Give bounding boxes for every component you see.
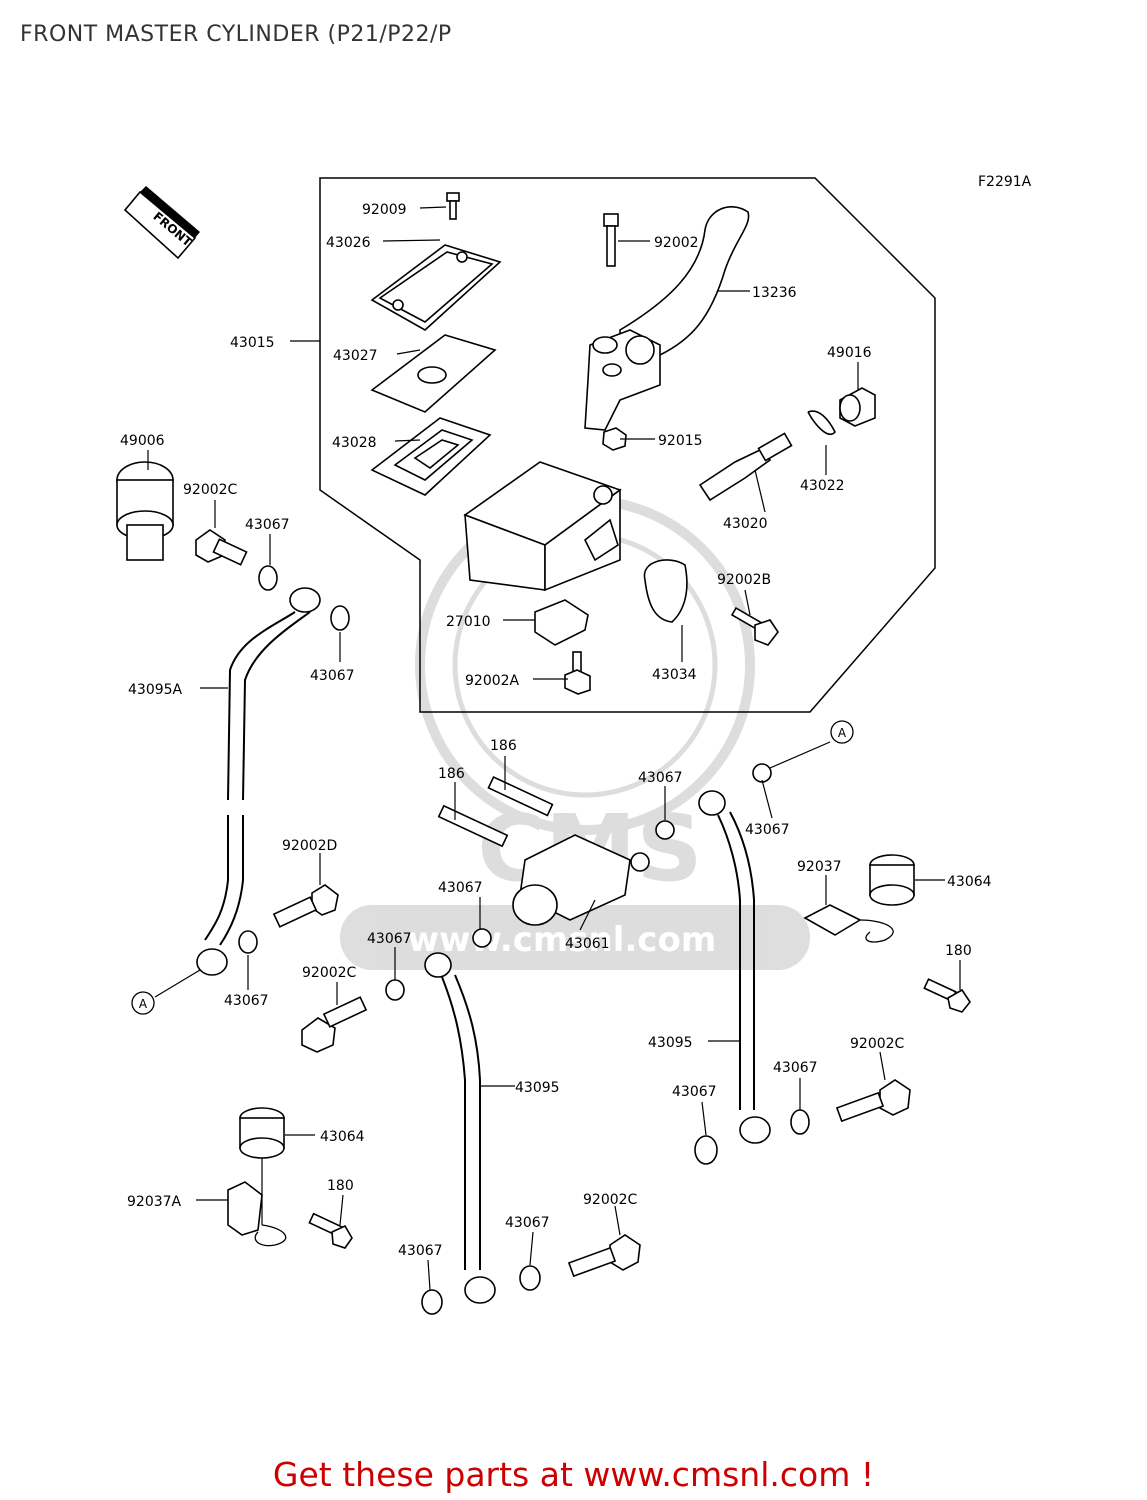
watermark-url: www.cmsnl.com [408,920,717,960]
part-label-92002C: 92002C [183,482,238,498]
reference-mark-a-left: A [139,997,148,1011]
part-washers-43067-mid [238,763,772,1001]
part-label-186: 186 [438,766,465,782]
part-label-43067: 43067 [310,668,355,684]
part-banjo-bolt-92002C-top [195,529,248,566]
part-label-92009: 92009 [362,202,407,218]
part-label-43067: 43067 [638,770,683,786]
part-washers-43067-bottom [421,1265,541,1315]
part-piston-43020 [698,432,793,502]
part-label-43067: 43067 [224,993,269,1009]
part-label-92002B: 92002B [717,572,771,588]
part-label-43015: 43015 [230,335,275,351]
part-label-43095A: 43095A [128,682,183,698]
part-cap-49006 [116,461,174,561]
part-bolt-92002B [730,606,779,646]
part-label-43022: 43022 [800,478,845,494]
reference-circles [131,720,854,1015]
part-screw-92002A [564,651,591,695]
part-label-92037: 92037 [797,859,842,875]
part-label-92002: 92002 [654,235,699,251]
part-label-49016: 49016 [827,345,872,361]
part-label-43064: 43064 [947,874,992,890]
part-label-43067: 43067 [398,1243,443,1259]
part-bolt-92002C-left [301,996,368,1053]
part-bolt-92002C-bottom [567,1234,641,1278]
part-label-43061: 43061 [565,936,610,952]
part-label-43067: 43067 [245,517,290,533]
part-bolt-180-right [923,978,971,1013]
part-label-43067: 43067 [505,1215,550,1231]
part-label-92002D: 92002D [282,838,337,854]
part-hose-43095-right [698,790,771,1144]
part-label-43034: 43034 [652,667,697,683]
part-label-43095: 43095 [515,1080,560,1096]
part-washers-43067-top [258,565,350,631]
footer-link-text[interactable]: Get these parts at www.cmsnl.com ! [272,1455,875,1494]
part-bracket-92037A [227,1181,287,1247]
part-label-27010: 27010 [446,614,491,630]
part-reservoir-cap-43026 [370,244,502,331]
part-bolt-180-left [308,1212,353,1249]
part-label-92015: 92015 [658,433,703,449]
part-label-180: 180 [327,1178,354,1194]
reference-mark-a-right: A [838,726,847,740]
part-label-186: 186 [490,738,517,754]
part-joint-43061 [512,834,650,926]
part-label-43067: 43067 [773,1060,818,1076]
part-bolt-92002 [603,213,619,267]
part-switch-27010 [534,599,589,646]
part-label-43020: 43020 [723,516,768,532]
part-label-43067: 43067 [367,931,412,947]
part-label-43028: 43028 [332,435,377,451]
part-label-92002C: 92002C [583,1192,638,1208]
part-number-labels: 92009 92002 43026 13236 43015 43027 49016 49006… [120,202,992,1259]
part-label-92002C: 92002C [850,1036,905,1052]
part-screw-92009 [446,192,460,220]
part-label-180: 180 [945,943,972,959]
part-bolt-92002D [272,884,339,928]
part-label-49006: 49006 [120,433,165,449]
part-label-92002C: 92002C [302,965,357,981]
part-label-43067: 43067 [672,1084,717,1100]
part-circlip-43022 [807,410,836,435]
part-label-43067: 43067 [438,880,483,896]
figure-code: F2291A [978,174,1032,190]
part-label-13236: 13236 [752,285,797,301]
part-plate-43027 [370,334,497,413]
part-label-43026: 43026 [326,235,371,251]
part-nut-92015 [602,427,627,451]
part-label-43067: 43067 [745,822,790,838]
front-direction-marker: FRONT [123,186,200,260]
assembly-43015-outline [319,177,936,713]
part-hose-43095A [196,587,321,976]
part-hose-43095-center [424,952,496,1304]
part-label-92002A: 92002A [465,673,520,689]
part-bracket-92037 [803,904,894,943]
page-title: FRONT MASTER CYLINDER (P21/P22/P [20,22,452,47]
part-label-43064: 43064 [320,1129,365,1145]
part-diaphragm-43028 [370,417,492,496]
part-clamp-43034 [643,559,688,623]
part-label-43027: 43027 [333,348,378,364]
part-master-cylinder-body [463,461,622,592]
part-label-43095: 43095 [648,1035,693,1051]
leader-lines [147,206,961,1291]
part-washers-43067-right [694,1109,810,1165]
part-grommet-43064-right [869,854,915,906]
part-label-92037A: 92037A [127,1194,182,1210]
part-bolt-92002C-right [835,1079,911,1123]
part-grommet-43064-left [239,1107,285,1159]
part-boot-49016 [839,387,876,427]
part-lever-13236 [584,206,750,431]
